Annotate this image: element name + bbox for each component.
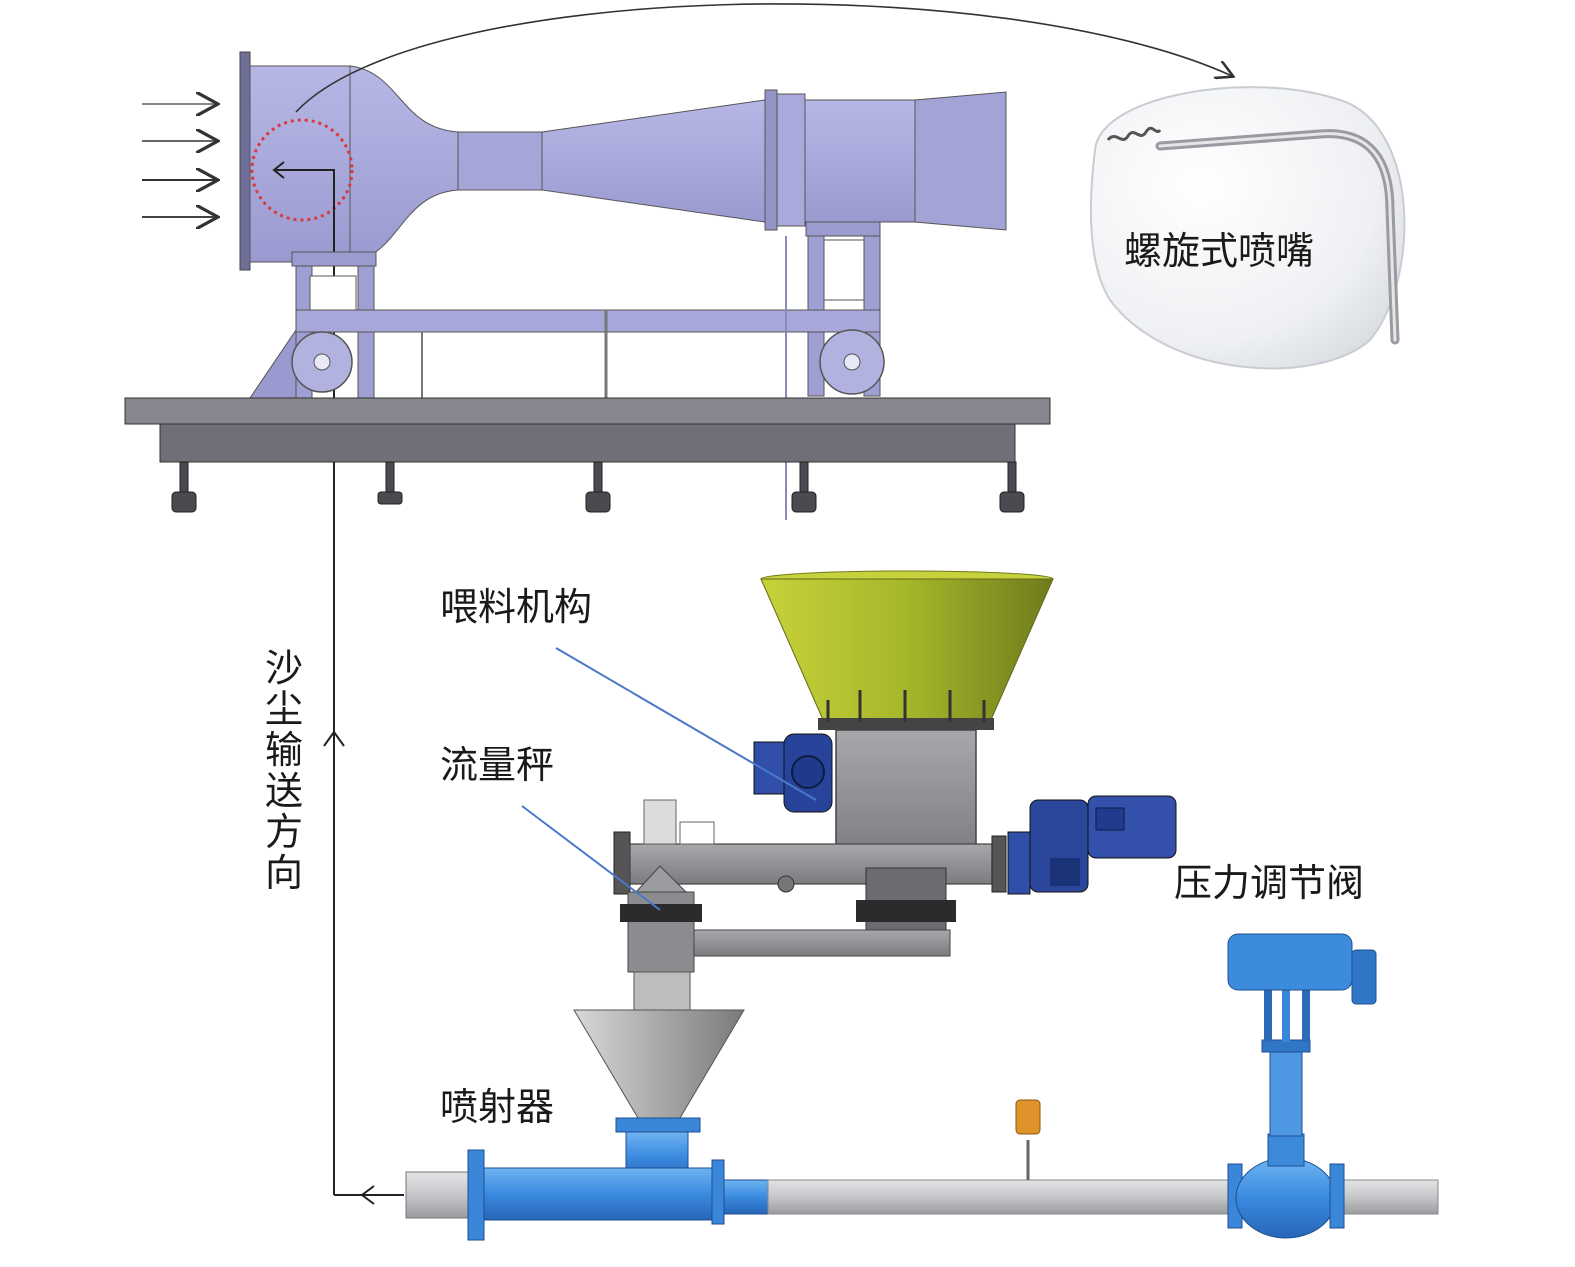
pressure-regulating-valve xyxy=(1227,933,1377,1239)
spiral-nozzle-label: 螺旋式喷嘴 xyxy=(1124,229,1315,273)
nozzle-highlight xyxy=(250,118,354,1195)
transport-arrows xyxy=(323,730,404,1205)
feeder-motor-left xyxy=(753,733,833,813)
pressure-gauge xyxy=(1015,1099,1041,1180)
scale-body xyxy=(613,799,1007,973)
leader-lines xyxy=(521,647,817,911)
feeder-label: 喂料机构 xyxy=(440,585,593,629)
sand-direction-label: 沙尘输送方向 xyxy=(264,646,303,896)
ejector-label: 喷射器 xyxy=(440,1085,555,1129)
detail-callout-arrow xyxy=(295,3,1232,113)
ejector xyxy=(573,971,745,1183)
flow-scale-label: 流量秤 xyxy=(440,743,555,787)
feeder-hopper xyxy=(760,570,1054,863)
wind-tunnel xyxy=(239,51,1007,271)
main-pipe xyxy=(405,1149,1439,1241)
tunnel-frame xyxy=(249,221,881,520)
tunnel-wheels xyxy=(291,329,885,395)
inflow-arrows xyxy=(142,104,216,217)
base-table xyxy=(124,397,1051,513)
spiral-coil-icon xyxy=(1106,126,1162,142)
spiral-nozzle-detail xyxy=(1089,86,1406,370)
pressure-valve-label: 压力调节阀 xyxy=(1174,861,1365,905)
scale-motor-right xyxy=(1007,795,1177,895)
